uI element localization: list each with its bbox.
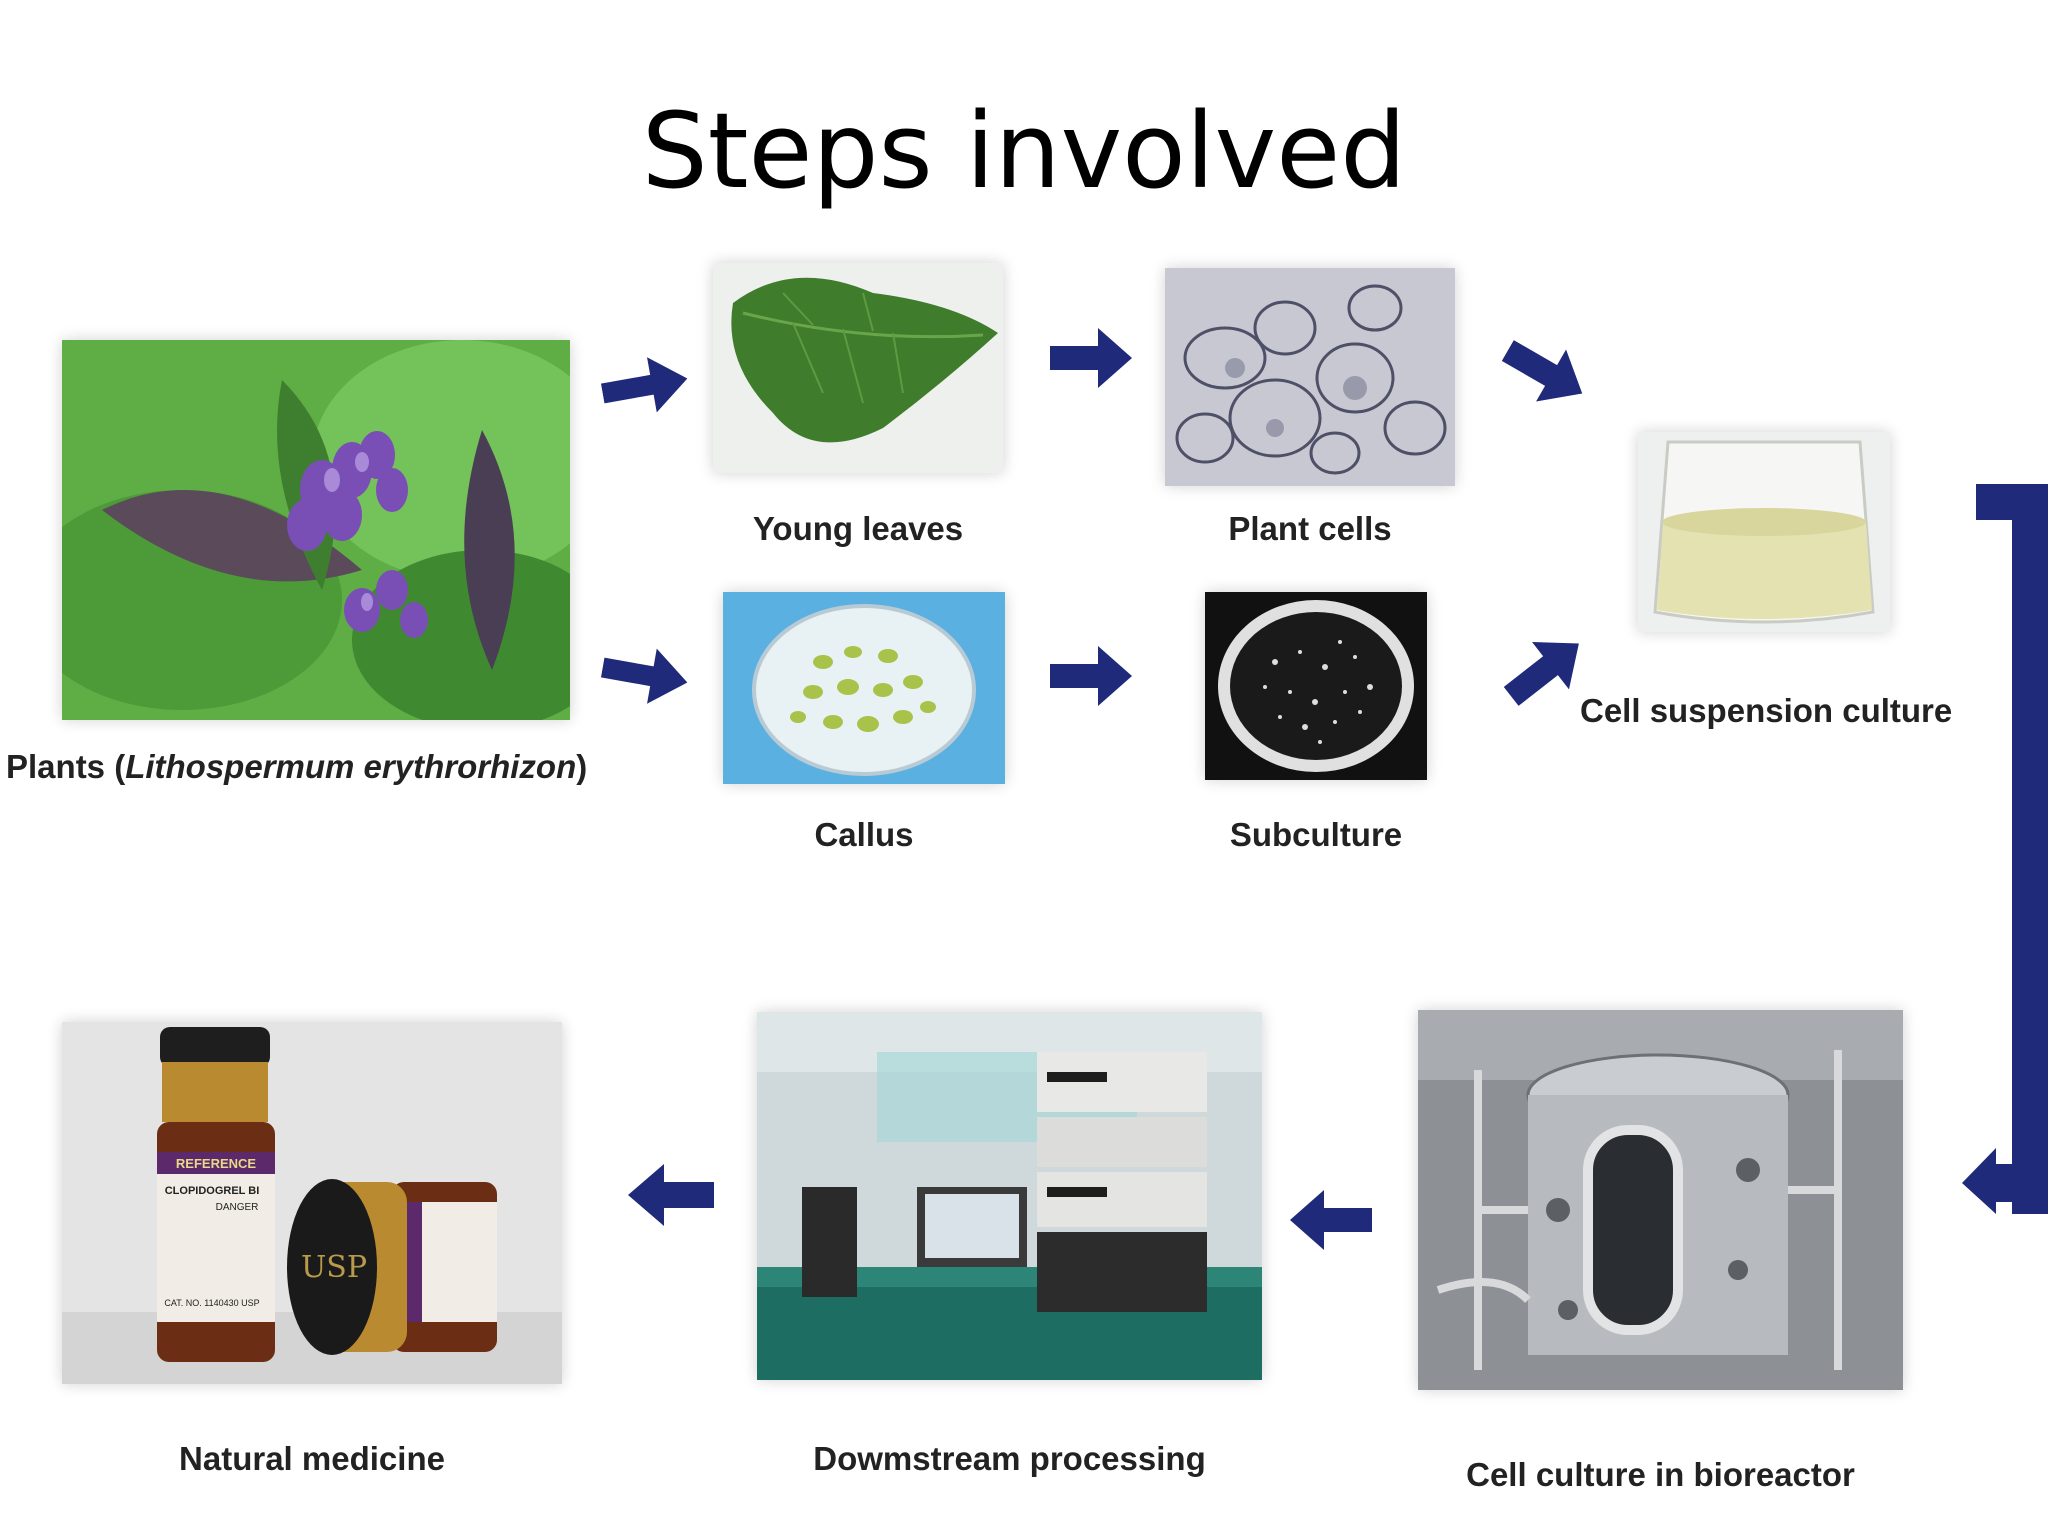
connector-suspension-to-bioreactor xyxy=(1962,484,2048,1214)
bottle-danger-text: DANGER xyxy=(216,1202,259,1213)
cell-suspension-photo xyxy=(1638,432,1890,632)
plant-cells-photo xyxy=(1165,268,1455,486)
caption-subculture: Subculture xyxy=(1229,816,1403,853)
young-leaves-photo xyxy=(713,263,1003,473)
natural-medicine-photo: REFERENCE CLOPIDOGREL BI DANGER CAT. NO.… xyxy=(62,1022,562,1384)
arrow-cells-to-suspension xyxy=(1493,325,1597,420)
caption-downstream: Dowmstream processing xyxy=(813,1440,1206,1477)
caption-cell-suspension: Cell suspension culture xyxy=(1580,692,1953,729)
caption-callus: Callus xyxy=(814,816,914,853)
slide-title: Steps involved xyxy=(641,90,1407,212)
bottle-reference-text: REFERENCE xyxy=(176,1156,257,1171)
arrow-plant-to-leaves xyxy=(597,349,692,423)
caption-plants: Plants (Lithospermum erythrorhizon) xyxy=(6,748,587,786)
bioreactor-photo xyxy=(1418,1010,1903,1390)
callus-photo xyxy=(723,592,1005,784)
usp-cap-logo: USP xyxy=(301,1250,367,1285)
plant-photo xyxy=(62,340,570,720)
bottle-drug-text: CLOPIDOGREL BI xyxy=(165,1185,260,1197)
caption-plants-prefix: Plants ( xyxy=(6,748,126,785)
arrow-callus-to-subculture xyxy=(1050,646,1132,706)
caption-natural-medicine: Natural medicine xyxy=(179,1440,445,1477)
caption-plants-species: Lithospermum erythrorhizon xyxy=(125,748,577,785)
arrow-bioreactor-to-downstream xyxy=(1290,1190,1372,1250)
caption-plants-suffix: ) xyxy=(576,748,588,785)
caption-plant-cells: Plant cells xyxy=(1228,510,1392,547)
arrow-subculture-to-suspension xyxy=(1493,620,1598,720)
arrow-leaves-to-cells xyxy=(1050,328,1132,388)
arrow-downstream-to-medicine xyxy=(628,1164,714,1226)
caption-bioreactor: Cell culture in bioreactor xyxy=(1466,1456,1855,1493)
bottle-catno-text: CAT. NO. 1140430 USP xyxy=(164,1298,259,1308)
downstream-photo xyxy=(757,1012,1262,1380)
subculture-photo xyxy=(1205,592,1427,780)
caption-young-leaves: Young leaves xyxy=(752,510,964,547)
arrow-plant-to-callus xyxy=(597,638,692,712)
